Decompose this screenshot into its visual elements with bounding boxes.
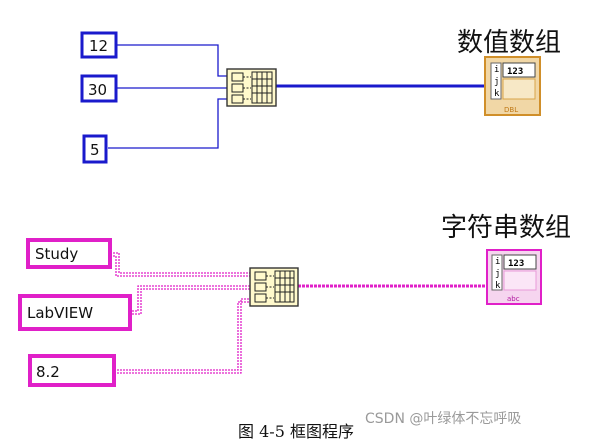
build-array-icon (231, 71, 273, 104)
build-array-node-string[interactable] (249, 267, 299, 307)
wire-const-8-2[interactable] (114, 301, 251, 371)
numeric-constant-12[interactable]: 12 (80, 31, 118, 59)
index-label-j: j (495, 269, 500, 279)
string-input-wires (110, 252, 251, 374)
numeric-constant-label: 5 (90, 141, 100, 159)
index-label-i: i (494, 65, 499, 75)
string-array-title: 字符串数组 (441, 213, 571, 243)
indicator-type-label: DBL (504, 106, 518, 114)
figure-caption: 图 4-5 框图程序 (238, 422, 354, 441)
string-constant-label: LabVIEW (27, 304, 93, 322)
wire-const-8-2-inner (114, 298, 251, 374)
string-constant-label: Study (35, 245, 78, 263)
index-label-i: i (495, 257, 500, 267)
wire-const-study-inner (110, 255, 251, 277)
indicator-digits: 123 (508, 259, 524, 269)
numeric-array-indicator[interactable]: i j k 123 DBL (484, 56, 541, 116)
string-section: Study LabVIEW 8.2 (18, 213, 571, 387)
numeric-constant-5[interactable]: 5 (82, 134, 108, 164)
numeric-constant-label: 12 (89, 37, 108, 55)
string-constant-8-2[interactable]: 8.2 (28, 354, 116, 387)
string-constant-study[interactable]: Study (26, 238, 112, 269)
wire-const-study[interactable] (110, 252, 251, 274)
numeric-constant-label: 30 (88, 81, 107, 99)
indicator-type-label: abc (507, 295, 520, 303)
index-label-k: k (495, 281, 501, 291)
wire-const-labview[interactable] (132, 285, 251, 312)
build-array-icon (254, 270, 295, 303)
wire-const-labview-inner (132, 288, 251, 315)
numeric-constant-30[interactable]: 30 (80, 74, 118, 103)
watermark: CSDN @叶绿体不忘呼吸 (365, 411, 522, 427)
index-label-j: j (494, 77, 499, 87)
indicator-digits: 123 (507, 67, 523, 77)
string-constant-labview[interactable]: LabVIEW (18, 294, 132, 331)
build-array-node-numeric[interactable] (226, 68, 277, 107)
wire-const-5[interactable] (108, 98, 228, 149)
numeric-array-title: 数值数组 (457, 28, 561, 58)
wire-const-12[interactable] (116, 44, 228, 77)
numeric-section: 12 30 5 i j (80, 28, 561, 164)
numeric-input-wires (108, 44, 228, 149)
string-array-indicator[interactable]: i j k 123 abc (486, 249, 542, 305)
index-label-k: k (494, 89, 500, 99)
string-constant-label: 8.2 (36, 363, 60, 381)
